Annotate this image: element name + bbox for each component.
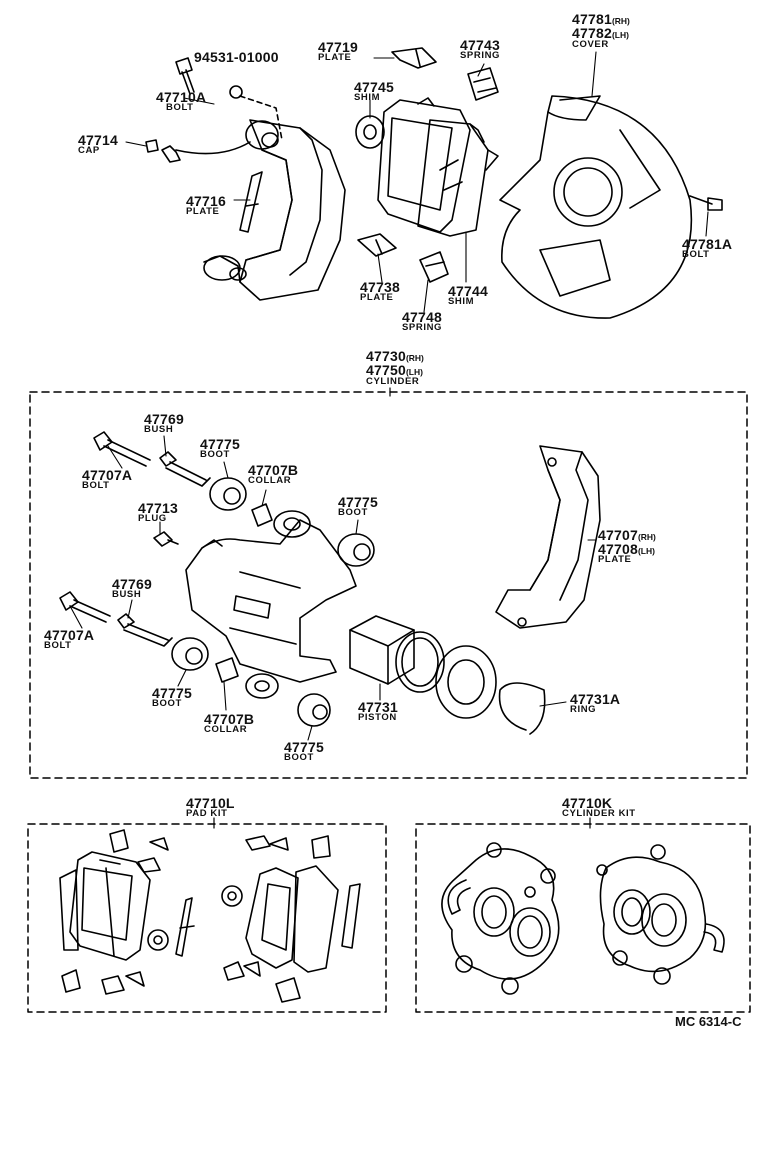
caliper-body xyxy=(185,510,357,699)
desc-47743: SPRING xyxy=(460,50,501,61)
piston xyxy=(349,615,415,685)
diagram-code: MC 6314-C xyxy=(675,1014,742,1029)
desc-47775-lower-left: BOOT xyxy=(152,698,182,709)
bolt-47707a-upper xyxy=(93,431,151,467)
desc-47738: PLATE xyxy=(360,292,394,303)
desc-47781a: BOLT xyxy=(682,249,710,260)
desc-47748: SPRING xyxy=(402,322,443,333)
label-47719: 47719 xyxy=(318,39,358,55)
label-47714: 47714 xyxy=(78,132,118,148)
cap-47714 xyxy=(145,139,251,163)
bolt-47707a-lower xyxy=(59,591,111,623)
desc-47775-lower: BOOT xyxy=(284,752,314,763)
nut-94531 xyxy=(229,85,243,99)
bolt-47781a xyxy=(689,195,723,211)
label-47707: 47707(RH) xyxy=(598,527,656,543)
label-47744: 47744 xyxy=(448,283,488,299)
label-47769-upper: 47769 xyxy=(144,411,184,427)
desc-47769-upper: BUSH xyxy=(144,424,174,435)
desc-47716: PLATE xyxy=(186,206,220,217)
plug-47713 xyxy=(153,531,179,547)
desc-47750: CYLINDER xyxy=(366,376,420,387)
desc-47707b-lower: COLLAR xyxy=(204,724,248,735)
desc-47745: SHIM xyxy=(354,92,381,103)
label-47781: 47781(RH) xyxy=(572,11,630,27)
spring-47748 xyxy=(419,251,449,283)
shim-47744 xyxy=(417,119,499,237)
brake-pad-top xyxy=(377,97,471,233)
desc-47744: SHIM xyxy=(448,296,475,307)
desc-47731: PISTON xyxy=(358,712,397,723)
label-47775-right: 47775 xyxy=(338,494,378,510)
desc-47710k: CYLINDER KIT xyxy=(562,808,636,819)
boot-47775-lower-left xyxy=(171,637,209,671)
boot-47775-upper xyxy=(209,477,247,511)
caliper-mounting-plate xyxy=(203,119,346,301)
desc-47710a: BOLT xyxy=(166,102,194,113)
collar-47707b-lower xyxy=(215,657,239,683)
dust-cover xyxy=(499,95,693,319)
label-47710a: 47710A xyxy=(156,89,207,105)
plate-47716 xyxy=(239,171,263,233)
caliper-plate-47707 xyxy=(495,445,601,629)
plate-47719 xyxy=(391,47,437,69)
collar-47707b-upper xyxy=(251,503,273,527)
label-47781a: 47781A xyxy=(682,236,733,252)
label-47750: 47750(LH) xyxy=(366,362,423,378)
label-47730: 47730(RH) xyxy=(366,348,424,364)
desc-47775-right: BOOT xyxy=(338,507,368,518)
label-47782: 47782(LH) xyxy=(572,25,629,41)
desc-47707a-upper: BOLT xyxy=(82,480,110,491)
label-47748: 47748 xyxy=(402,309,442,325)
cylinder-kit-box xyxy=(415,823,751,1013)
desc-47769-lower: BUSH xyxy=(112,589,142,600)
desc-47708: PLATE xyxy=(598,554,632,565)
label-47731a: 47731A xyxy=(570,691,621,707)
label-47708: 47708(LH) xyxy=(598,541,655,557)
label-47707a-upper: 47707A xyxy=(82,467,133,483)
ring-47731a xyxy=(498,682,546,735)
pad-kit-box xyxy=(27,823,387,1013)
desc-47782: COVER xyxy=(572,39,609,50)
piston-boot xyxy=(435,645,497,719)
bolt-47710a xyxy=(175,57,195,95)
desc-47714: CAP xyxy=(78,145,100,156)
label-47710k: 47710K xyxy=(562,795,613,811)
label-47707b-upper: 47707B xyxy=(248,462,299,478)
boot-47775-lower xyxy=(297,693,331,727)
shim-47745 xyxy=(355,115,385,149)
bush-47769-lower xyxy=(117,613,173,647)
boot-47775-right xyxy=(337,533,375,567)
label-47743: 47743 xyxy=(460,37,500,53)
desc-47731a: RING xyxy=(570,704,597,715)
pad-kit-contents xyxy=(59,829,361,1003)
label-94531-01000: 94531-01000 xyxy=(194,49,279,65)
label-47769-lower: 47769 xyxy=(112,576,152,592)
label-47775-lower-left: 47775 xyxy=(152,685,192,701)
leader-dashed-nut xyxy=(239,95,283,141)
label-47738: 47738 xyxy=(360,279,400,295)
cylinder-kit-contents xyxy=(441,842,725,995)
desc-47707b-upper: COLLAR xyxy=(248,475,292,486)
label-47707b-lower: 47707B xyxy=(204,711,255,727)
label-47731: 47731 xyxy=(358,699,398,715)
label-47713: 47713 xyxy=(138,500,178,516)
label-47710l: 47710L xyxy=(186,795,235,811)
leader-lines-top xyxy=(125,51,709,313)
desc-47719: PLATE xyxy=(318,52,352,63)
desc-47710l: PAD KIT xyxy=(186,808,228,819)
label-47716: 47716 xyxy=(186,193,226,209)
label-47775-lower: 47775 xyxy=(284,739,324,755)
desc-47775-upper: BOOT xyxy=(200,449,230,460)
seal xyxy=(395,631,445,693)
plate-47738 xyxy=(357,233,397,257)
desc-47707a-lower: BOLT xyxy=(44,640,72,651)
label-47707a-lower: 47707A xyxy=(44,627,95,643)
label-47745: 47745 xyxy=(354,79,394,95)
label-47775-upper: 47775 xyxy=(200,436,240,452)
desc-47713: PLUG xyxy=(138,513,167,524)
leader-lines-cylinder xyxy=(69,435,597,741)
spring-47743 xyxy=(467,67,499,101)
